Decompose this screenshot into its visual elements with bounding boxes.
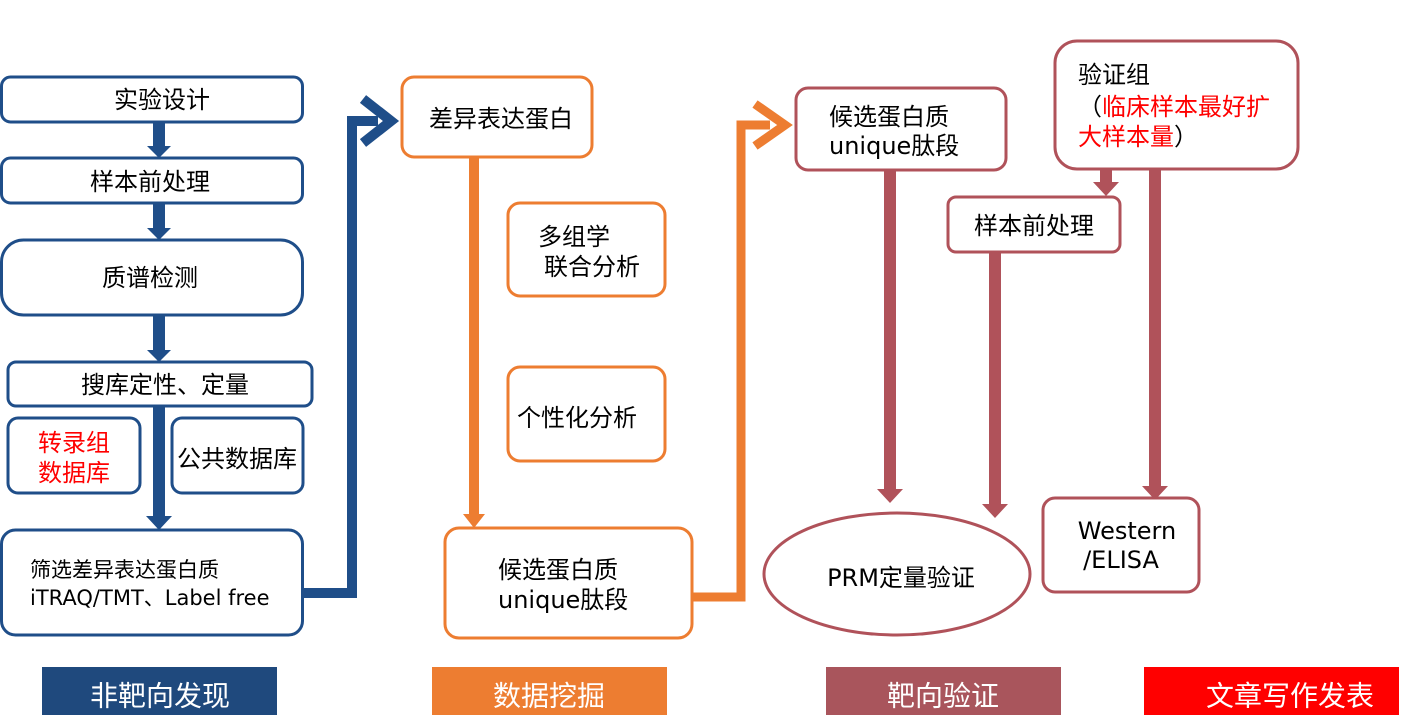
- mining-column: 差异表达蛋白 多组学 联合分析 个性化分析 候选蛋白质 unique肽段: [400, 75, 793, 640]
- label-sample-pretreatment: 样本前处理: [90, 168, 210, 196]
- label-multiomics-line-2: 联合分析: [544, 253, 640, 281]
- label-validation-group-note-2: 大样本量）: [1078, 123, 1198, 151]
- ellipse-prm-validation: [762, 511, 1032, 637]
- stage-bar-publication: [1144, 667, 1399, 715]
- validation-column: 候选蛋白质 unique肽段 样本前处理 PRM定量验证 验证组 （临床样本最好…: [762, 39, 1300, 637]
- label-validation-group-title: 验证组: [1078, 61, 1150, 89]
- stage-bar-discovery: [42, 667, 277, 715]
- arrow-search-to-screen: [146, 406, 172, 530]
- label-ms-detection: 质谱检测: [102, 264, 198, 292]
- label-multiomics-line-1: 多组学: [538, 223, 610, 251]
- stage-label-validation: 靶向验证: [887, 680, 999, 713]
- label-database-search: 搜库定性、定量: [81, 371, 249, 399]
- box-database-search: [6, 360, 314, 408]
- box-ms-detection: [0, 238, 304, 317]
- paren-open: （: [1078, 93, 1102, 121]
- label-transcriptome-line-1: 转录组: [38, 429, 110, 457]
- discovery-column: 实验设计 样本前处理 质谱检测 搜库定性、定量 转录组 数据库 公共数据库 筛选…: [0, 75, 400, 637]
- label-validation-pretreatment: 样本前处理: [974, 212, 1094, 240]
- box-validation-candidate: [794, 86, 1008, 172]
- box-western-elisa: [1041, 496, 1201, 594]
- box-screen-diff-proteins: [0, 528, 304, 637]
- stage-label-publication: 文章写作发表: [1206, 680, 1374, 713]
- box-public-db: [170, 416, 305, 495]
- box-personalized-analysis: [506, 365, 667, 463]
- label-transcriptome-line-2: 数据库: [38, 459, 110, 487]
- label-screen-line-2: iTRAQ/TMT、Label free: [30, 586, 270, 610]
- arrow-diff-to-candidate: [463, 157, 485, 528]
- label-experiment-design: 实验设计: [114, 86, 210, 114]
- label-western-line-2: /ELISA: [1083, 546, 1159, 574]
- label-screen-line-1: 筛选差异表达蛋白质: [30, 558, 219, 582]
- label-western-line-1: Western: [1078, 517, 1176, 545]
- box-experiment-design: [0, 75, 304, 124]
- paren-close: ）: [1174, 123, 1198, 151]
- box-transcriptome-db: [6, 416, 142, 495]
- arrow-candidate-to-prm: [877, 170, 903, 503]
- label-candidate-line-2: unique肽段: [498, 586, 628, 614]
- connector-discovery-arrowhead: [359, 95, 400, 147]
- label-personalized-analysis: 个性化分析: [517, 404, 637, 432]
- arrow-pretreatment-to-prm: [982, 252, 1008, 518]
- box-validation-group: [1053, 39, 1300, 171]
- connector-discovery-to-mining: [303, 116, 378, 598]
- box-multiomics: [506, 201, 667, 298]
- connector-mining-arrowhead: [752, 100, 793, 150]
- arrow-group-to-western: [1142, 169, 1168, 500]
- note-line-2: 大样本量: [1078, 123, 1174, 151]
- arrow-design-to-pretreatment: [147, 122, 171, 158]
- arrow-pretreatment-to-ms: [147, 203, 171, 240]
- stage-label-mining: 数据挖掘: [493, 680, 605, 713]
- arrow-group-to-pretreatment: [1093, 169, 1119, 196]
- stage-labels: 非靶向发现 数据挖掘 靶向验证 文章写作发表: [42, 667, 1399, 715]
- arrow-ms-to-search: [147, 315, 171, 362]
- note-line-1: 临床样本最好扩: [1102, 93, 1270, 121]
- label-diff-proteins: 差异表达蛋白: [429, 105, 573, 133]
- box-sample-pretreatment: [0, 156, 304, 205]
- label-public-db: 公共数据库: [177, 445, 297, 473]
- connector-mining-to-validation: [692, 120, 770, 602]
- box-validation-pretreatment: [946, 195, 1122, 254]
- label-prm-validation: PRM定量验证: [827, 564, 975, 592]
- label-validation-candidate-line-2: unique肽段: [829, 132, 959, 160]
- box-diff-proteins: [400, 75, 594, 159]
- stage-bar-validation: [826, 667, 1061, 715]
- box-candidate-proteins: [443, 526, 694, 640]
- label-validation-group-note-1: （临床样本最好扩: [1078, 93, 1270, 121]
- label-validation-candidate-line-1: 候选蛋白质: [829, 103, 949, 131]
- stage-bar-mining: [432, 667, 667, 715]
- stage-label-discovery: 非靶向发现: [90, 680, 230, 713]
- label-candidate-line-1: 候选蛋白质: [498, 556, 618, 584]
